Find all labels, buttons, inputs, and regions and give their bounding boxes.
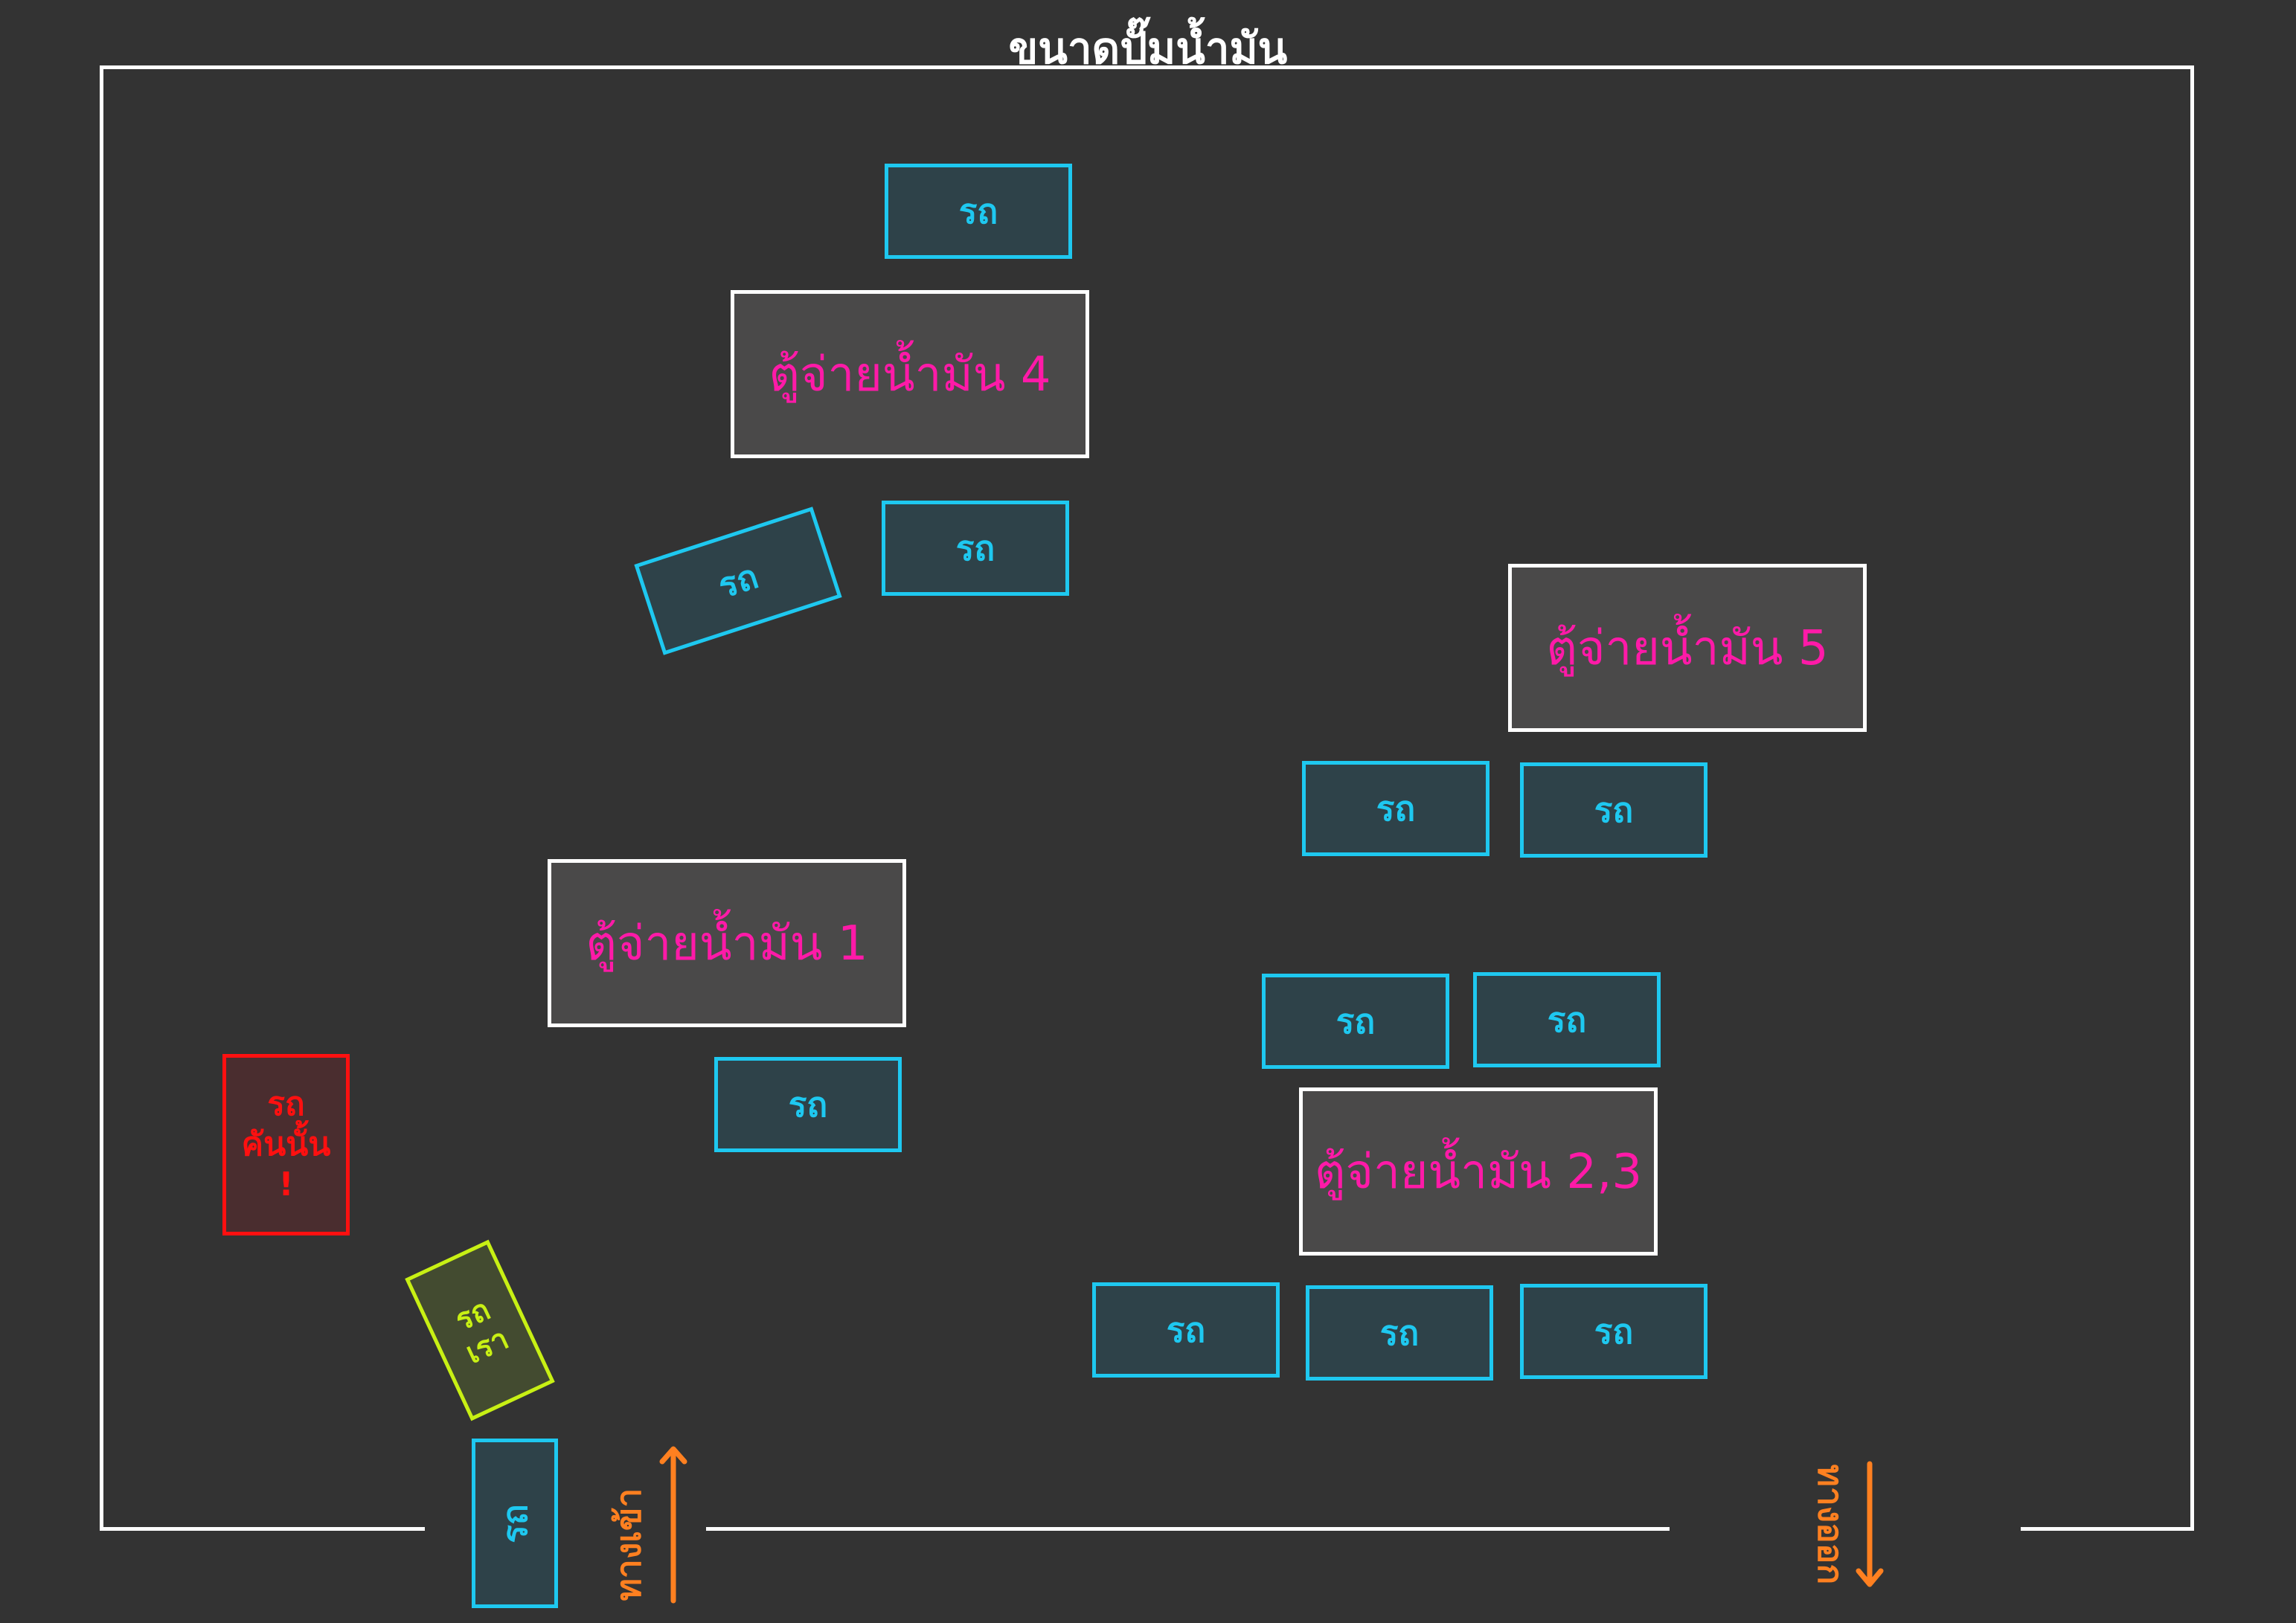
lot-border-right bbox=[2190, 65, 2194, 1531]
page-title: ขนาดปั๊มน้ำมัน bbox=[1008, 23, 1288, 74]
pump-2-3: ตู้จ่ายน้ำมัน 2,3 bbox=[1299, 1087, 1658, 1256]
pump-1-label: ตู้จ่ายน้ำมัน 1 bbox=[586, 916, 868, 971]
car-label: รถ bbox=[1166, 1309, 1206, 1350]
car-label: รถ bbox=[1547, 999, 1587, 1040]
car: รถ bbox=[714, 1057, 902, 1152]
car-label: รถ bbox=[1594, 1311, 1634, 1352]
that-car: รถ คันนั้น ! bbox=[222, 1054, 350, 1235]
car-label: รถ bbox=[1594, 789, 1634, 830]
lot-border-left bbox=[100, 65, 103, 1531]
car: รถ bbox=[1262, 974, 1449, 1069]
car-at-entrance: รถ bbox=[472, 1439, 558, 1608]
car-label: รถ bbox=[958, 190, 998, 231]
lot-border-top bbox=[101, 65, 2193, 69]
car-label: รถ bbox=[788, 1084, 828, 1125]
pump-4: ตู้จ่ายน้ำมัน 4 bbox=[731, 290, 1089, 458]
exit-arrow-icon bbox=[1856, 1461, 1884, 1587]
entrance-arrow-icon bbox=[659, 1446, 687, 1604]
car-label: รถ bbox=[1379, 1312, 1420, 1353]
car-label: รถ bbox=[955, 527, 995, 568]
pump-5-label: ตู้จ่ายน้ำมัน 5 bbox=[1546, 621, 1829, 676]
pump-1: ตู้จ่ายน้ำมัน 1 bbox=[548, 859, 906, 1027]
car: รถ bbox=[1520, 1284, 1707, 1379]
car: รถ bbox=[1302, 761, 1489, 856]
pump-2-3-label: ตู้จ่ายน้ำมัน 2,3 bbox=[1314, 1145, 1643, 1200]
car: รถ bbox=[1520, 762, 1707, 858]
lot-border-bottom-middle bbox=[706, 1527, 1670, 1531]
car: รถ bbox=[885, 164, 1072, 259]
our-car: รถ เรา bbox=[405, 1239, 555, 1421]
car: รถ bbox=[1306, 1285, 1493, 1381]
car-label: รถ bbox=[1335, 1000, 1376, 1041]
pump-5: ตู้จ่ายน้ำมัน 5 bbox=[1508, 564, 1867, 732]
that-car-line2: คันนั้น bbox=[241, 1125, 331, 1163]
car: รถ bbox=[1473, 972, 1661, 1067]
lot-border-bottom-right bbox=[2021, 1527, 2194, 1531]
car: รถ bbox=[634, 507, 842, 655]
that-car-line3: ! bbox=[278, 1166, 294, 1203]
entrance-label: ทางเข้า bbox=[608, 1488, 649, 1601]
that-car-line1: รถ bbox=[267, 1085, 305, 1123]
car-label: รถ bbox=[713, 555, 763, 606]
car: รถ bbox=[882, 501, 1069, 596]
pump-4-label: ตู้จ่ายน้ำมัน 4 bbox=[769, 347, 1051, 402]
car: รถ bbox=[1092, 1282, 1280, 1378]
exit-label: ทางออก bbox=[1810, 1464, 1851, 1585]
car-label: รถ bbox=[1376, 788, 1416, 829]
car-label: รถ bbox=[494, 1503, 535, 1543]
lot-border-bottom-left bbox=[100, 1527, 425, 1531]
